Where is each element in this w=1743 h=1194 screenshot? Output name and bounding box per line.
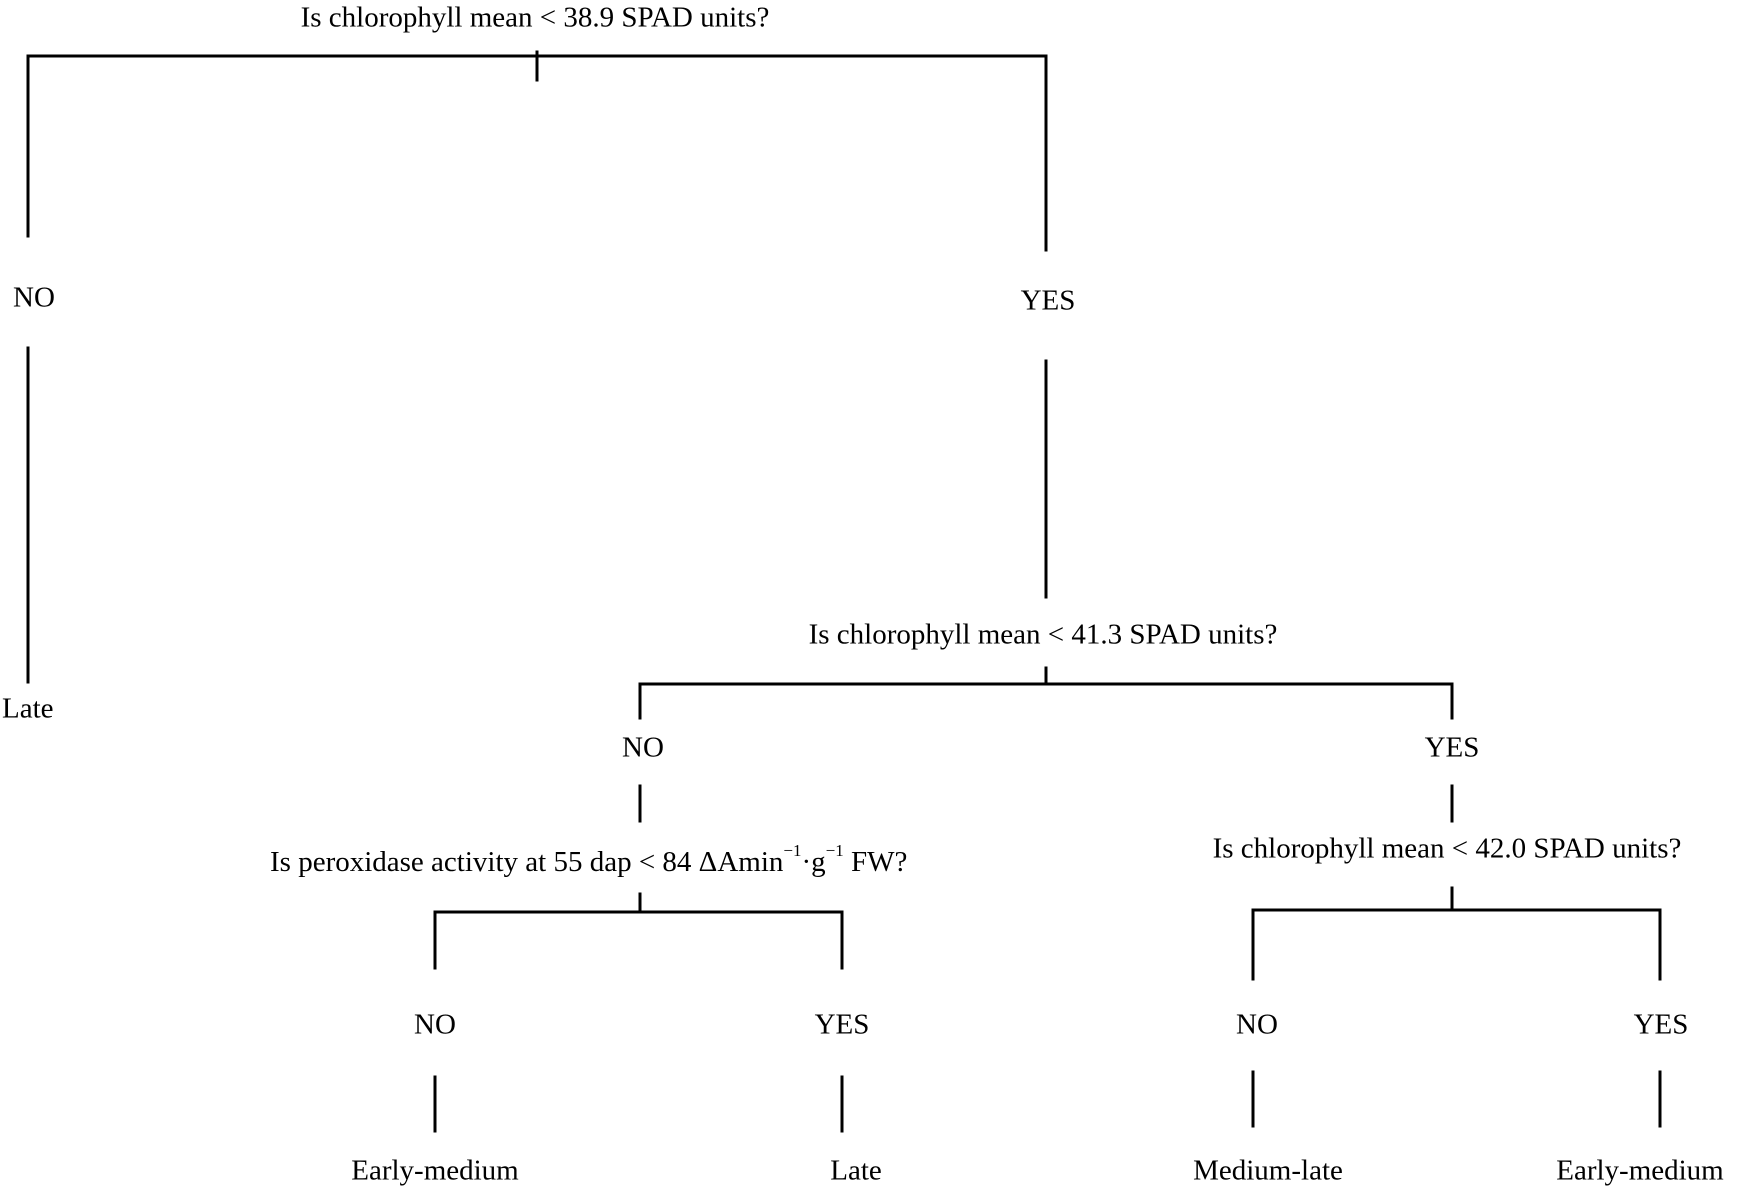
node3-no-label: NO (414, 1009, 456, 1041)
node2-question: Is chlorophyll mean < 41.3 SPAD units? (809, 619, 1278, 651)
node3-no-outcome: Early-medium (351, 1155, 519, 1187)
node4-yes-label: YES (1634, 1009, 1689, 1041)
node3-question: Is peroxidase activity at 55 dap < 84 ΔA… (270, 841, 907, 878)
node4-no-outcome: Medium-late (1193, 1155, 1343, 1187)
node4-yes-outcome: Early-medium (1556, 1155, 1724, 1187)
root-yes-label: YES (1021, 285, 1076, 317)
node3-question-end: FW? (844, 846, 908, 878)
node3-question-mid: ·g (801, 846, 825, 878)
node3-question-sup1: −1 (783, 841, 801, 860)
node4-question: Is chlorophyll mean < 42.0 SPAD units? (1213, 833, 1682, 865)
root-question: Is chlorophyll mean < 38.9 SPAD units? (301, 2, 770, 34)
root-no-outcome: Late (2, 693, 54, 725)
node3-question-main: Is peroxidase activity at 55 dap < 84 ΔA… (270, 846, 784, 878)
node3-question-sup2: −1 (826, 841, 844, 860)
node3-yes-outcome: Late (830, 1155, 882, 1187)
node2-yes-label: YES (1425, 732, 1480, 764)
node4-no-label: NO (1236, 1009, 1278, 1041)
node3-yes-label: YES (815, 1009, 870, 1041)
node2-no-label: NO (622, 732, 664, 764)
root-no-label: NO (13, 282, 55, 314)
